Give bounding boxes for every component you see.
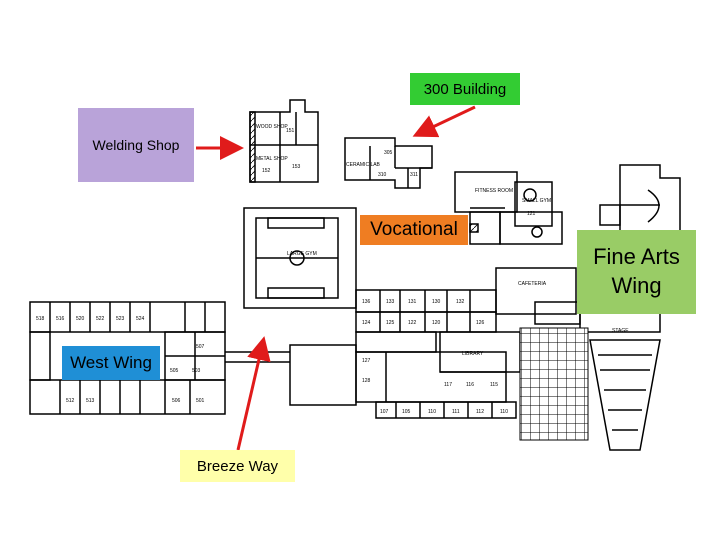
vocational-area	[469, 211, 501, 245]
room-512: 512	[66, 398, 75, 404]
room-132: 132	[456, 299, 465, 305]
gym-building	[454, 171, 563, 245]
room-513: 513	[86, 398, 95, 404]
room-503: 503	[192, 368, 201, 374]
label-fine-arts-wing: Fine Arts Wing	[577, 230, 696, 314]
room-151: 151	[286, 128, 295, 134]
label-vocational: Vocational	[360, 215, 468, 245]
room-fitness: FITNESS ROOM	[475, 188, 513, 194]
room-large-gym: LARGE GYM	[287, 251, 317, 257]
room-127: 127	[362, 358, 371, 364]
room-506: 506	[172, 398, 181, 404]
room-ceramic-lab: CERAMIC LAB	[346, 162, 381, 168]
room-305: 305	[384, 150, 393, 156]
central-block	[289, 344, 517, 419]
room-metal-shop: METAL SHOP	[256, 156, 288, 162]
room-130: 130	[432, 299, 441, 305]
room-wood-shop: WOOD SHOP	[256, 124, 288, 130]
room-library: LIBRARY	[462, 351, 484, 357]
label-breeze-way: Breeze Way	[180, 450, 295, 482]
room-311: 311	[410, 172, 418, 178]
large-gym	[243, 207, 357, 309]
room-122: 122	[408, 320, 417, 326]
building-300	[344, 137, 433, 189]
west-wing-building	[29, 301, 226, 415]
room-113: 110	[500, 409, 508, 415]
room-505: 505	[170, 368, 179, 374]
room-stage: STAGE	[612, 328, 629, 334]
room-520: 520	[76, 316, 85, 322]
room-105: 105	[402, 409, 411, 415]
tiled-floor	[519, 327, 589, 441]
room-112: 112	[476, 409, 484, 415]
label-west-wing: West Wing	[62, 346, 160, 380]
room-124: 124	[362, 320, 371, 326]
room-107: 107	[380, 409, 389, 415]
auditorium	[589, 339, 661, 451]
room-111: 111	[452, 409, 460, 415]
room-small-gym: SMALL GYM	[522, 198, 551, 204]
room-cafeteria: CAFETERIA	[518, 281, 547, 287]
room-516: 516	[56, 316, 65, 322]
room-121: 121	[527, 211, 536, 217]
room-126: 126	[476, 320, 485, 326]
room-120: 120	[432, 320, 441, 326]
room-507: 507	[196, 344, 205, 350]
room-524: 524	[136, 316, 145, 322]
room-310: 310	[378, 172, 387, 178]
room-128: 128	[362, 378, 371, 384]
room-522: 522	[96, 316, 105, 322]
room-125: 125	[386, 320, 395, 326]
room-labels: WOOD SHOP 151 METAL SHOP 152 153 CERAMIC…	[36, 124, 629, 415]
arrow-300-building	[412, 105, 476, 138]
room-523: 523	[116, 316, 125, 322]
room-501: 501	[196, 398, 205, 404]
room-518: 518	[36, 316, 45, 322]
shop-building	[249, 99, 319, 183]
room-116: 116	[466, 382, 474, 388]
label-welding-shop: Welding Shop	[78, 108, 194, 182]
room-110: 110	[428, 409, 436, 415]
room-153: 153	[292, 164, 301, 170]
room-152: 152	[262, 168, 271, 174]
room-133: 133	[386, 299, 395, 305]
arrow-breeze-way	[236, 336, 271, 451]
room-115: 115	[490, 382, 498, 388]
label-300-building: 300 Building	[410, 73, 520, 105]
room-117: 117	[444, 382, 452, 388]
room-131: 131	[408, 299, 417, 305]
room-136: 136	[362, 299, 371, 305]
arrows	[196, 105, 476, 451]
